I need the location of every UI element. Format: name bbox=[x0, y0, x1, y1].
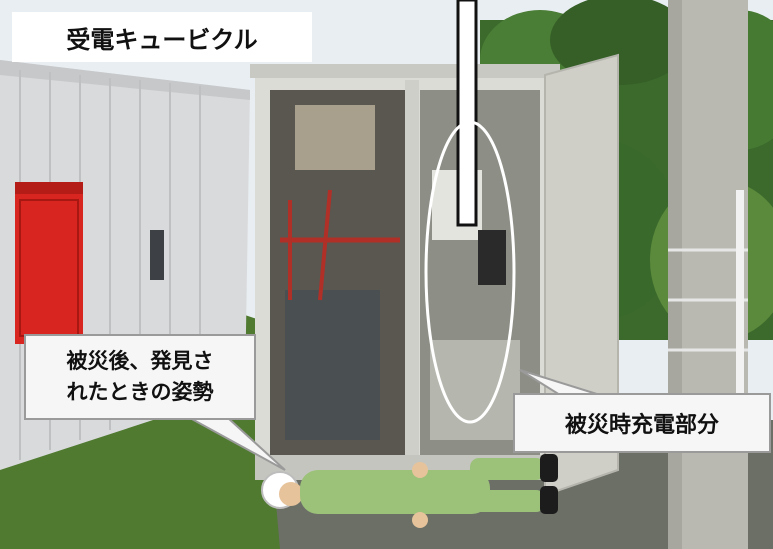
charged-part-text: 被災時充電部分 bbox=[564, 413, 719, 438]
posture-callout: 被災後、発見さ れたときの姿勢 bbox=[24, 334, 256, 420]
highlight-ellipse bbox=[424, 120, 516, 424]
title-label: 受電キュービクル bbox=[12, 12, 312, 62]
title-text: 受電キュービクル bbox=[66, 25, 258, 54]
charged-part-callout: 被災時充電部分 bbox=[513, 393, 771, 453]
cubicle-cabinet bbox=[250, 64, 560, 480]
lying-dummy bbox=[261, 454, 558, 528]
red-fire-box bbox=[15, 182, 83, 344]
utility-pole bbox=[668, 0, 748, 549]
wire-callout bbox=[456, 0, 478, 227]
posture-line-2: れたときの姿勢 bbox=[66, 380, 214, 404]
posture-line-1: 被災後、発見さ bbox=[66, 349, 214, 373]
